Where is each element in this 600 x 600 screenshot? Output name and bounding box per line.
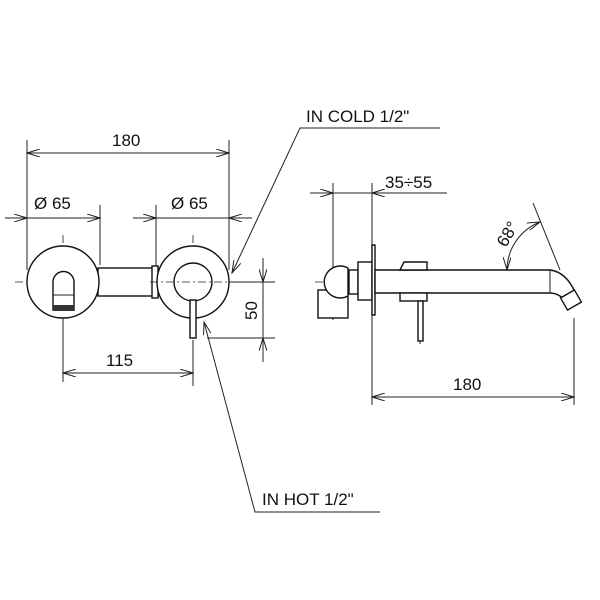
cold-inlet-callout: IN COLD 1/2" <box>232 107 440 273</box>
hot-inlet-label: IN HOT 1/2" <box>262 490 354 509</box>
lever-handle <box>189 299 197 339</box>
right-diameter-label: Ø 65 <box>171 194 208 213</box>
left-diameter-label: Ø 65 <box>34 194 71 213</box>
side-view: 35÷55 68° 180 <box>310 173 583 405</box>
dimension-180-label: 180 <box>112 131 140 150</box>
cold-inlet-label: IN COLD 1/2" <box>306 107 409 126</box>
side-lever <box>417 300 424 342</box>
front-view: 180 Ø 65 Ø 65 50 <box>5 131 275 386</box>
spout-angle-label: 68° <box>493 218 522 250</box>
dimension-115-label: 115 <box>106 351 133 370</box>
spout-projection-label: 180 <box>453 375 481 394</box>
dimension-50-label: 50 <box>242 301 261 320</box>
hot-inlet-callout: IN HOT 1/2" <box>204 322 380 513</box>
wall-depth-label: 35÷55 <box>385 173 432 192</box>
